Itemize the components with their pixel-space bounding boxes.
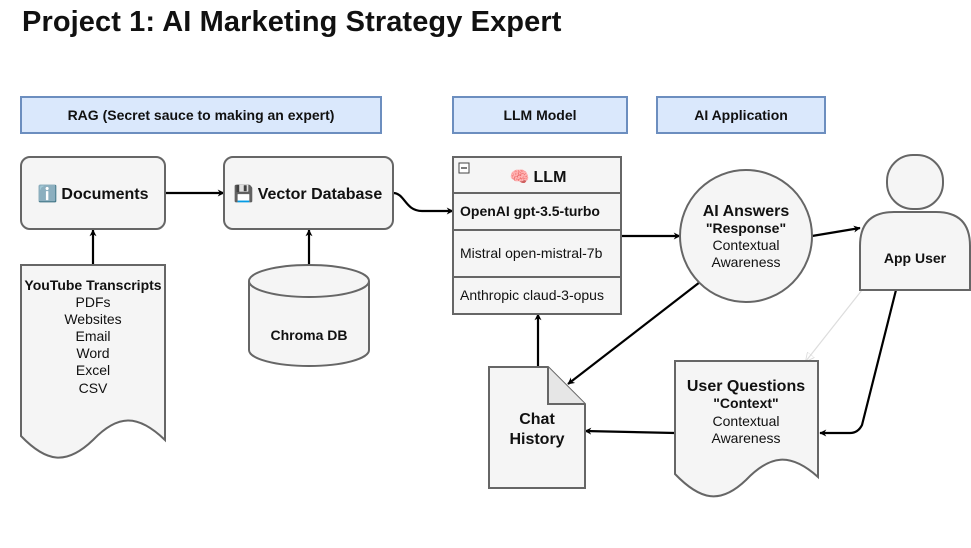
node-chat-history: Chat History: [488, 366, 586, 489]
header-rag-label: RAG (Secret sauce to making an expert): [68, 107, 335, 123]
questions-title: User Questions: [687, 378, 805, 395]
questions-contextual: Contextual: [713, 413, 780, 429]
chat-history-line1: Chat: [519, 411, 555, 428]
sources-item-word: Word: [76, 345, 109, 361]
node-sources: YouTube Transcripts PDFs Websites Email …: [20, 264, 166, 459]
edge-vector-db-to-llm: [392, 191, 454, 215]
header-ai-application: AI Application: [656, 96, 826, 134]
answers-contextual: Contextual: [713, 237, 780, 253]
node-user-questions: User Questions "Context" Contextual Awar…: [674, 360, 819, 498]
collapse-icon[interactable]: [458, 162, 470, 174]
documents-label: Documents: [61, 186, 148, 203]
diagram-title: Project 1: AI Marketing Strategy Expert: [22, 6, 562, 38]
header-llm-model: LLM Model: [452, 96, 628, 134]
questions-context: "Context": [713, 395, 778, 411]
edge-answers-to-chat-history: [567, 281, 701, 385]
sources-item-email: Email: [75, 328, 110, 344]
llm-model-anthropic: Anthropic claud-3-opus: [460, 287, 604, 303]
sources-item-pdfs: PDFs: [76, 294, 111, 310]
answers-awareness: Awareness: [711, 254, 780, 270]
sources-item-websites: Websites: [64, 311, 121, 327]
node-app-user: App User: [859, 154, 971, 291]
edge-app-user-to-questions-faint: [806, 289, 863, 361]
svg-text:ℹ️Documents: ℹ️Documents: [37, 184, 148, 203]
info-icon: ℹ️: [37, 184, 57, 203]
llm-model-mistral: Mistral open-mistral-7b: [460, 245, 603, 261]
answers-title: AI Answers: [703, 203, 790, 220]
edge-questions-to-chat-history: [584, 427, 676, 435]
node-documents: ℹ️Documents: [20, 156, 166, 230]
sources-item-excel: Excel: [76, 362, 110, 378]
sources-item-csv: CSV: [79, 380, 108, 396]
llm-model-openai: OpenAI gpt-3.5-turbo: [460, 203, 600, 219]
edge-app-user-to-questions: [819, 289, 898, 437]
edges: [89, 189, 898, 437]
brain-icon: 🧠: [510, 168, 530, 186]
vector-database-label: Vector Database: [258, 186, 383, 203]
node-vector-database: 💾Vector Database: [223, 156, 394, 230]
chat-history-line2: History: [509, 431, 564, 448]
sources-title: YouTube Transcripts: [24, 277, 161, 293]
header-rag: RAG (Secret sauce to making an expert): [20, 96, 382, 134]
floppy-disk-icon: 💾: [234, 184, 254, 203]
node-llm: 🧠LLM OpenAI gpt-3.5-turbo Mistral open-m…: [452, 156, 622, 315]
edge-answers-to-app-user: [811, 225, 861, 238]
header-ai-application-label: AI Application: [694, 107, 788, 123]
chroma-db-label: Chroma DB: [270, 327, 347, 343]
node-chroma-db: Chroma DB: [248, 264, 370, 367]
app-user-label: App User: [884, 250, 947, 266]
llm-label: LLM: [534, 169, 567, 186]
questions-awareness: Awareness: [711, 430, 780, 446]
header-llm-model-label: LLM Model: [503, 107, 576, 123]
node-ai-answers: AI Answers "Response" Contextual Awarene…: [679, 169, 813, 303]
svg-text:💾Vector Database: 💾Vector Database: [234, 184, 383, 203]
svg-text:🧠LLM: 🧠LLM: [510, 168, 567, 186]
answers-response: "Response": [706, 220, 786, 236]
